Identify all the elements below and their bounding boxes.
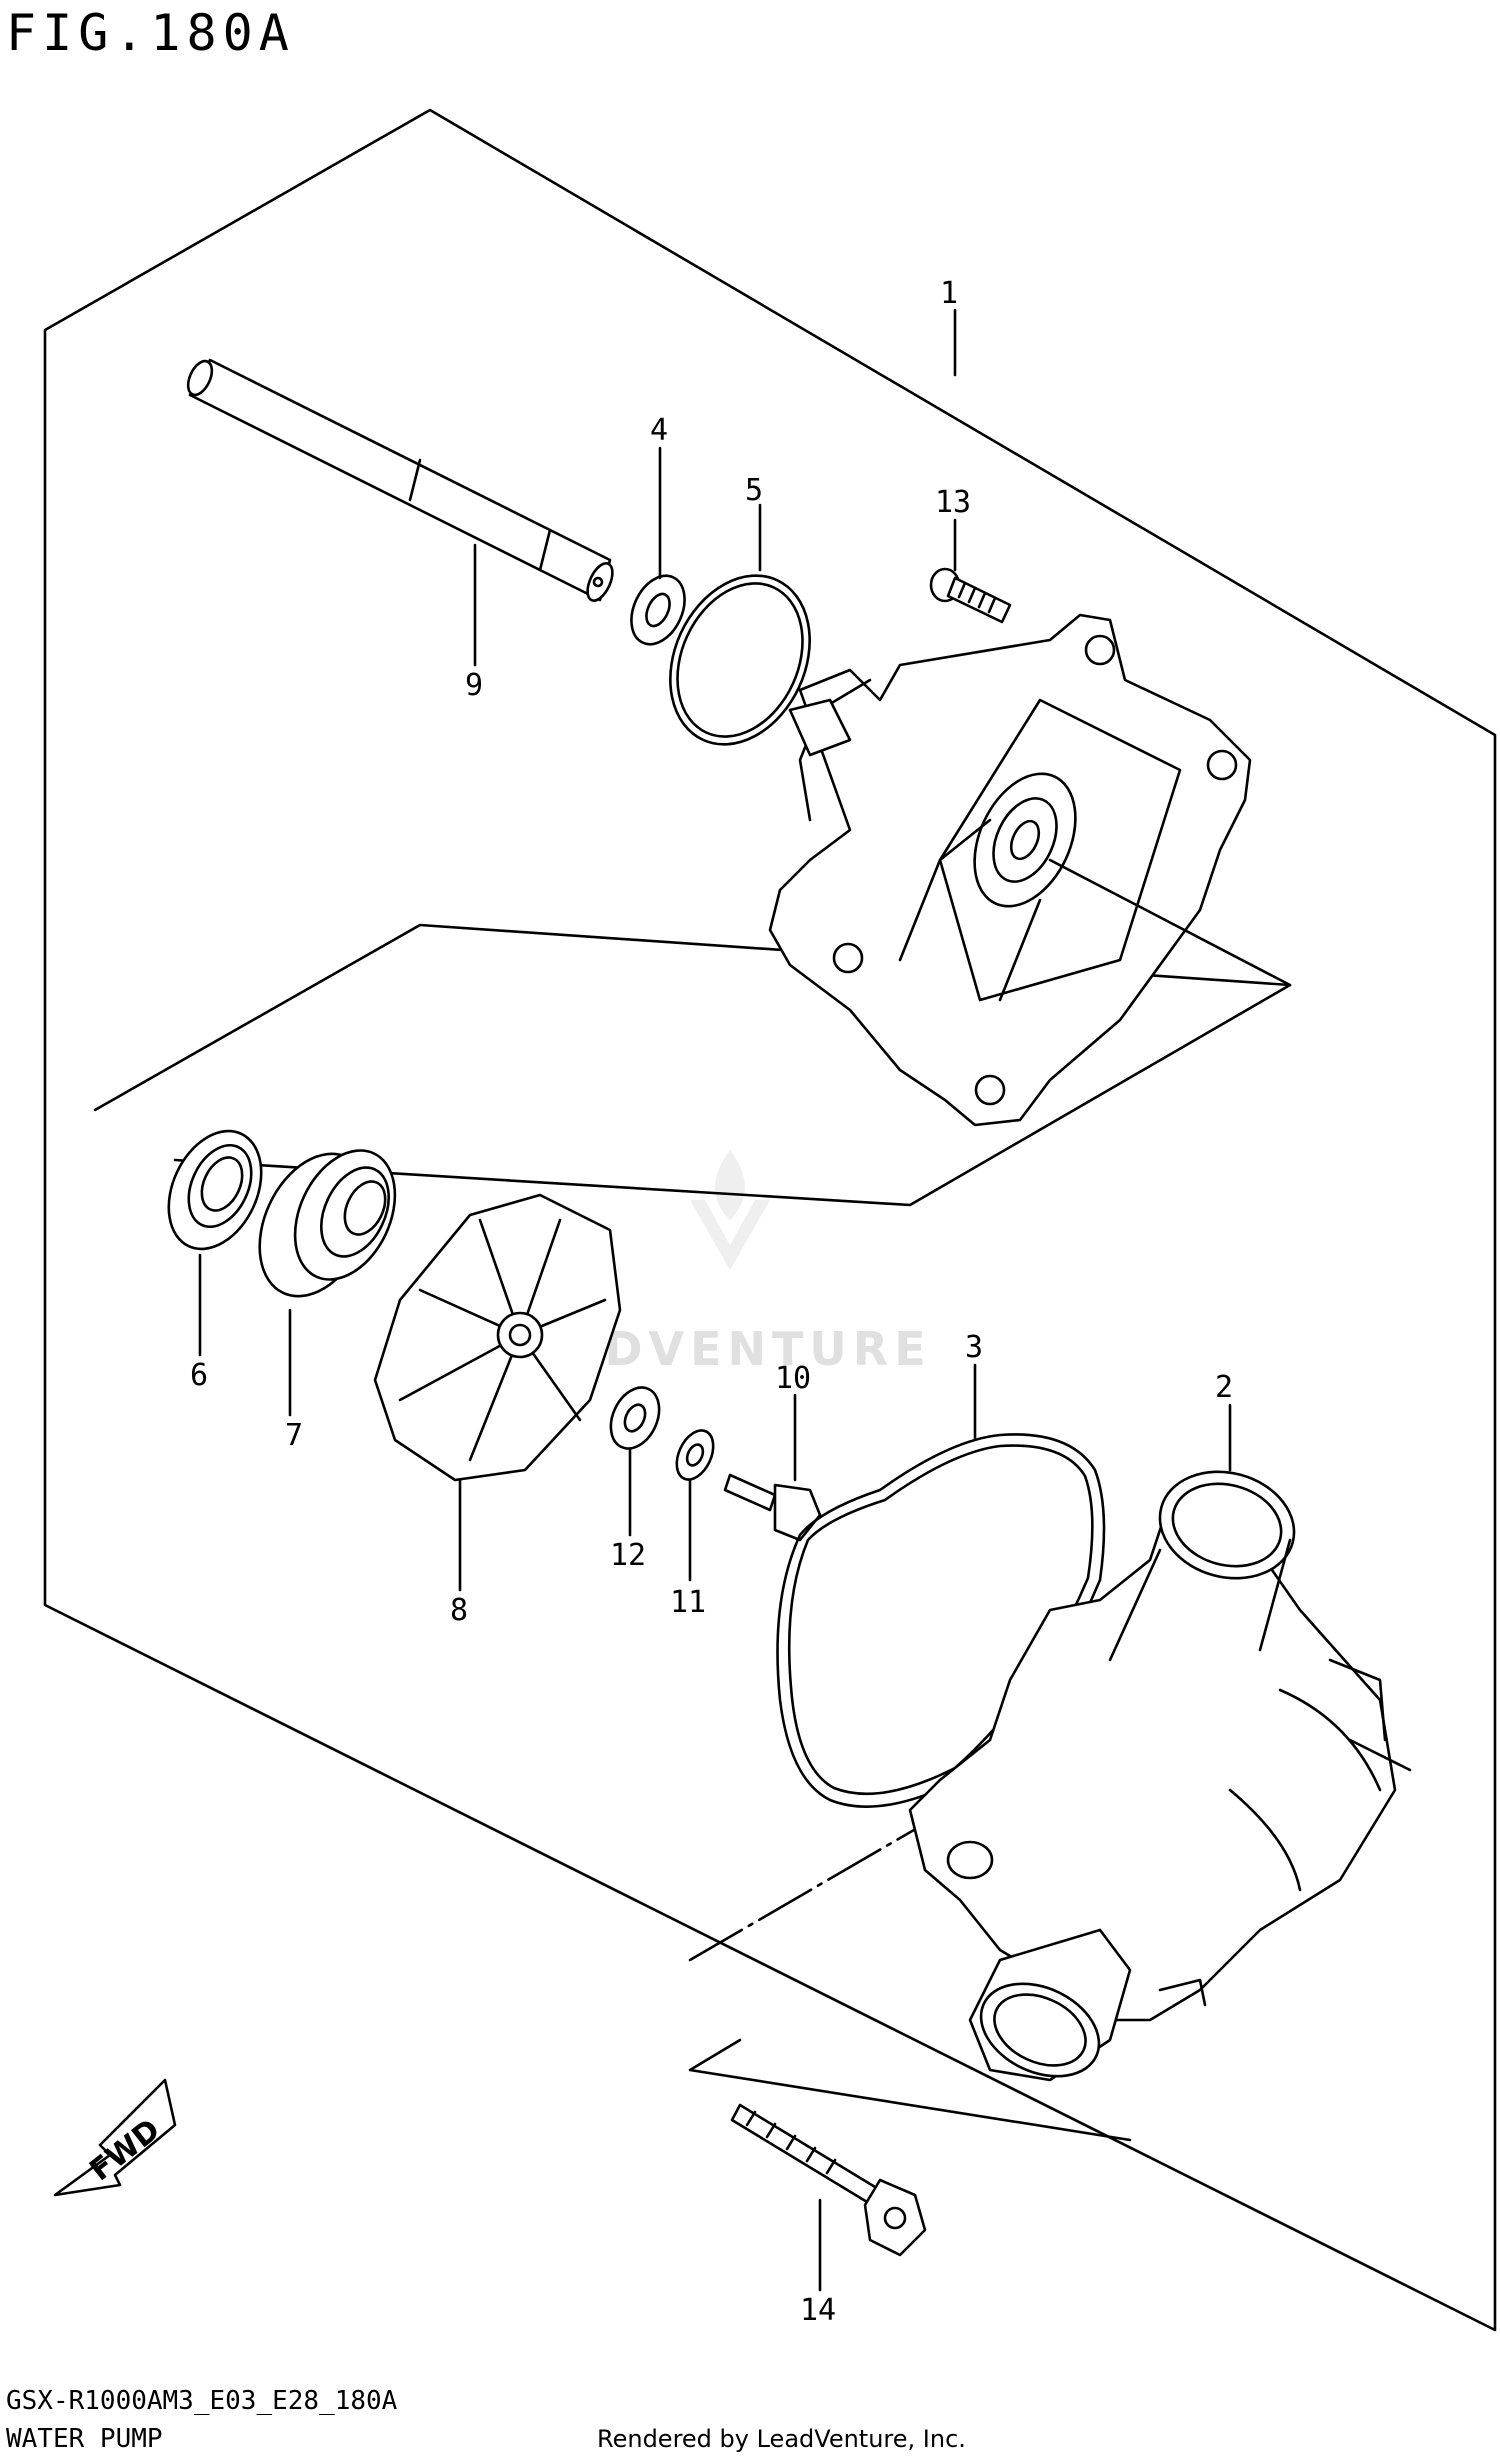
part-label-11: 11	[670, 1585, 706, 1620]
part-label-9: 9	[465, 668, 483, 703]
part-label-10: 10	[775, 1361, 811, 1396]
part-label-7: 7	[285, 1418, 303, 1453]
subgroup-outline-lower-2	[688, 2038, 1132, 2142]
assembly-outline	[43, 108, 1497, 2332]
fwd-arrow-icon: FWD	[53, 2078, 177, 2197]
part-label-5: 5	[745, 473, 763, 508]
pump-cover-upper	[768, 613, 1252, 1127]
leader-1-cover	[1048, 858, 1292, 987]
part-label-13: 13	[935, 485, 971, 520]
part-label-2: 2	[1215, 1370, 1233, 1405]
part-14-bolt	[730, 2103, 927, 2257]
part-6-oil-seal	[167, 1129, 263, 1251]
part-11-washer	[675, 1429, 715, 1481]
part-label-3: 3	[965, 1330, 983, 1365]
part-label-8: 8	[450, 1593, 468, 1628]
figure-code: GSX-R1000AM3_E03_E28_180A	[6, 2386, 398, 2416]
part-2-pump-case	[908, 1470, 1412, 2082]
part-label-6: 6	[190, 1358, 208, 1393]
part-4-washer	[630, 574, 686, 646]
part-8-impeller	[373, 1193, 622, 1482]
part-12-washer	[609, 1386, 661, 1450]
part-13-screw	[929, 567, 1012, 624]
part-label-14: 14	[800, 2293, 836, 2328]
section-name: WATER PUMP	[6, 2424, 163, 2454]
part-9-shaft	[186, 358, 614, 602]
figure-title: FIG.180A	[6, 4, 295, 62]
part-7-mechanical-seal	[258, 1149, 397, 1298]
watermark-logo	[690, 1150, 770, 1270]
part-label-12: 12	[610, 1538, 646, 1573]
part-label-4: 4	[650, 413, 668, 448]
part-5-o-ring	[669, 574, 811, 746]
part-label-1: 1	[940, 276, 958, 311]
render-credit: Rendered by LeadVenture, Inc.	[597, 2425, 966, 2453]
